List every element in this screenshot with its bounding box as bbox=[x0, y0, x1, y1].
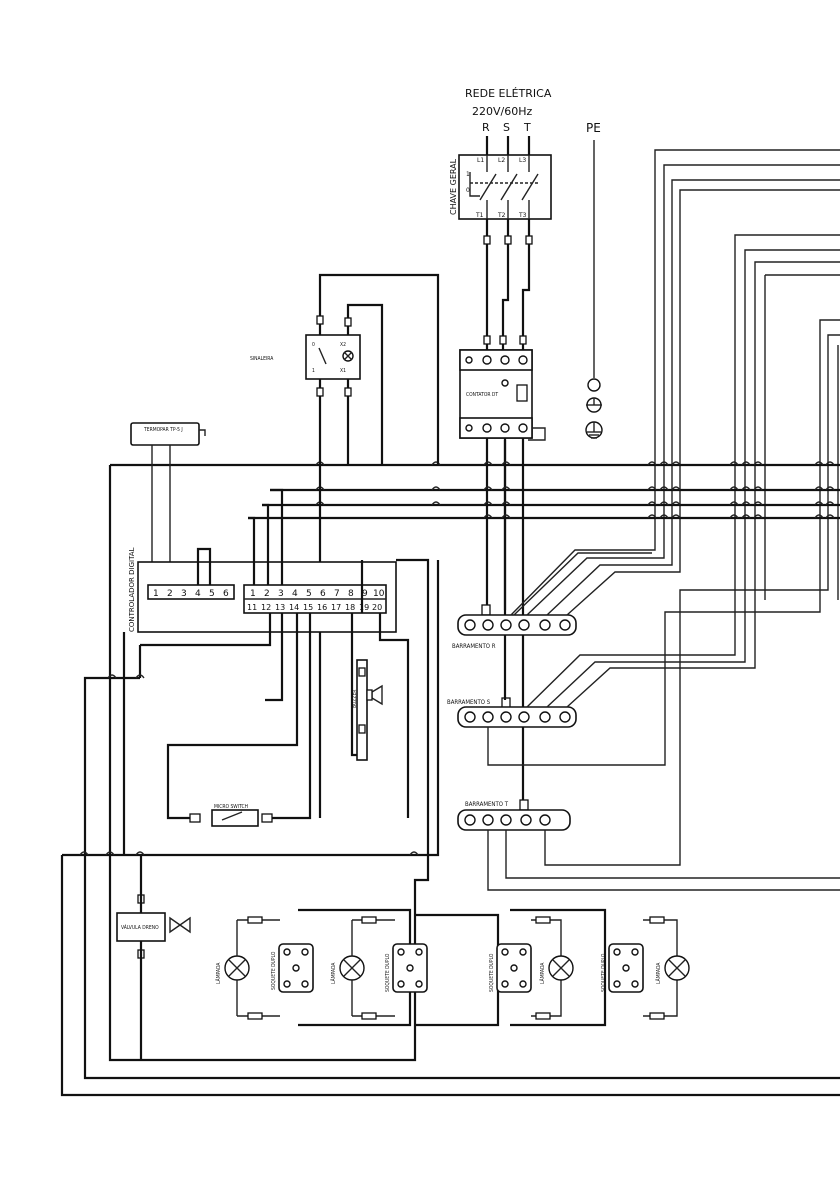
svg-text:17: 17 bbox=[331, 603, 341, 612]
lamp-unit-3: SOQUETE DUPLO LÂMPADA bbox=[489, 916, 574, 1020]
supply-voltage-label: 220V/60Hz bbox=[472, 105, 532, 118]
svg-text:18: 18 bbox=[345, 603, 355, 612]
socket-4-label: SOQUETE DUPLO bbox=[601, 953, 607, 992]
phase-s-label: S bbox=[503, 121, 510, 134]
svg-text:16: 16 bbox=[317, 603, 327, 612]
drain-valve: VÁLVULA DRENO bbox=[116, 855, 191, 1060]
switch-t1: T1 bbox=[475, 212, 484, 219]
controller-wiring bbox=[60, 465, 840, 1097]
svg-text:8: 8 bbox=[348, 589, 354, 599]
busbar-r-label: BARRAMENTO R bbox=[452, 643, 496, 650]
controller-top-row: 1 2 3 4 5 6 7 8 9 10 bbox=[250, 589, 385, 599]
lamp-unit-2: LÂMPADA SOQUETE DUPLO bbox=[330, 916, 428, 1020]
micro-switch: MICRO SWITCH bbox=[189, 804, 273, 827]
valve-label: VÁLVULA DRENO bbox=[121, 924, 159, 931]
pe-ground bbox=[528, 140, 603, 441]
ctrl-left-6: 6 bbox=[223, 589, 229, 599]
svg-text:6: 6 bbox=[320, 589, 326, 599]
svg-text:20: 20 bbox=[372, 603, 382, 612]
alarm-pin-0: 0 bbox=[312, 342, 315, 348]
phase-r-label: R bbox=[482, 121, 490, 134]
socket-1-label: SOQUETE DUPLO bbox=[271, 951, 277, 990]
busbar-r: BARRAMENTO R bbox=[452, 614, 577, 650]
svg-text:14: 14 bbox=[289, 603, 299, 612]
switch-l3: L3 bbox=[519, 157, 526, 164]
sensor-label: TERMOPAR TP-5 J bbox=[143, 427, 183, 433]
svg-text:12: 12 bbox=[261, 603, 271, 612]
lamp-unit-4: SOQUETE DUPLO LÂMPADA bbox=[601, 916, 690, 1020]
busbar-t-label: BARRAMENTO T bbox=[465, 801, 509, 808]
svg-text:9: 9 bbox=[362, 589, 368, 599]
controller-label: CONTROLADOR DIGITAL bbox=[128, 547, 136, 632]
main-switch: CHAVE GERAL L1 L2 L3 T1 T2 T3 1 0 bbox=[449, 154, 552, 220]
alarm-pin-x2: X2 bbox=[340, 342, 346, 348]
ctrl-left-5: 5 bbox=[209, 589, 215, 599]
supply-network-label: REDE ELÉTRICA bbox=[465, 87, 552, 100]
lamp-1-label: LÂMPADA bbox=[215, 962, 222, 984]
svg-text:13: 13 bbox=[275, 603, 285, 612]
lamp-2-label: LÂMPADA bbox=[330, 962, 337, 984]
svg-text:5: 5 bbox=[306, 589, 312, 599]
horizontal-bus-wires bbox=[110, 463, 840, 520]
alarm-block-label: SINALEIRA bbox=[250, 356, 274, 362]
microswitch-label: MICRO SWITCH bbox=[214, 804, 248, 810]
switch-to-contactor-wires bbox=[483, 219, 533, 355]
socket-3-label: SOQUETE DUPLO bbox=[489, 953, 495, 992]
busbar-s-label: BARRAMENTO S bbox=[447, 699, 491, 706]
lamp-unit-1: LÂMPADA SOQUETE DUPLO bbox=[215, 916, 314, 1020]
switch-aux-0: 0 bbox=[466, 187, 470, 194]
digital-controller: CONTROLADOR DIGITAL 1 2 3 4 5 6 1 2 3 4 … bbox=[128, 547, 397, 633]
controller-left-terminals: 1 2 3 4 5 6 bbox=[153, 589, 229, 599]
ctrl-left-2: 2 bbox=[167, 589, 173, 599]
lamp-3-label: LÂMPADA bbox=[539, 962, 546, 984]
switch-t2: T2 bbox=[497, 212, 506, 219]
svg-text:2: 2 bbox=[264, 589, 270, 599]
ctrl-left-4: 4 bbox=[195, 589, 201, 599]
wire-crossing-hops bbox=[315, 461, 835, 519]
alarm-pin-x1: X1 bbox=[340, 368, 346, 374]
contactor: CONTATOR DT bbox=[459, 349, 533, 439]
busbar-t: BARRAMENTO T bbox=[457, 801, 571, 831]
supply-lines bbox=[485, 136, 531, 155]
alarm-pin-1: 1 bbox=[312, 368, 315, 374]
svg-text:15: 15 bbox=[303, 603, 313, 612]
controller-bottom-row: 11 12 13 14 15 16 17 18 19 20 bbox=[247, 603, 382, 612]
socket-2-label: SOQUETE DUPLO bbox=[385, 953, 391, 992]
lamp-4-label: LÂMPADA bbox=[655, 962, 662, 984]
ctrl-left-3: 3 bbox=[181, 589, 187, 599]
busbar-s: BARRAMENTO S bbox=[447, 699, 577, 728]
speaker-icon bbox=[371, 684, 383, 706]
svg-text:11: 11 bbox=[247, 603, 257, 612]
main-switch-label: CHAVE GERAL bbox=[449, 158, 458, 215]
switch-aux-1: 1 bbox=[466, 171, 470, 178]
phase-t-label: T bbox=[523, 121, 531, 134]
svg-text:1: 1 bbox=[250, 589, 256, 599]
buzzer: BUZZER bbox=[352, 659, 383, 761]
alarm-block: SINALEIRA 0 1 X1 X2 bbox=[250, 273, 440, 818]
switch-l1: L1 bbox=[477, 157, 484, 164]
ctrl-left-1: 1 bbox=[153, 589, 159, 599]
buzzer-label: BUZZER bbox=[352, 690, 358, 708]
contactor-label: CONTATOR DT bbox=[466, 392, 498, 398]
switch-t3: T3 bbox=[518, 212, 527, 219]
pe-label: PE bbox=[586, 121, 601, 135]
svg-text:7: 7 bbox=[334, 589, 340, 599]
valve-icon bbox=[169, 916, 191, 934]
svg-text:10: 10 bbox=[373, 589, 385, 599]
switch-l2: L2 bbox=[498, 157, 505, 164]
svg-text:3: 3 bbox=[278, 589, 284, 599]
svg-text:4: 4 bbox=[292, 589, 298, 599]
svg-text:19: 19 bbox=[359, 603, 369, 612]
busbar-feed-wires bbox=[487, 149, 840, 891]
